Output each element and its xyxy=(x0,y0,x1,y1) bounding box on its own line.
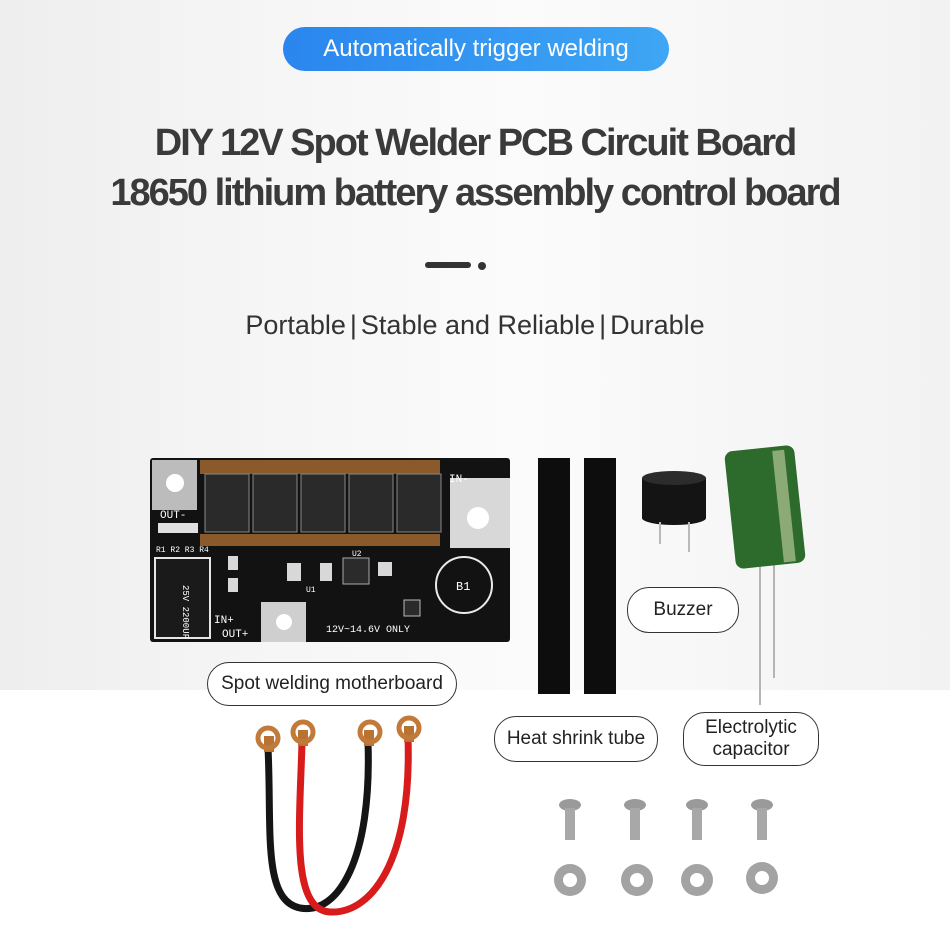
feature-durable: Durable xyxy=(610,310,705,340)
divider-dash xyxy=(425,262,471,268)
pcb-chip-ref: U2 xyxy=(352,550,362,559)
label-electrolytic-line2: capacitor xyxy=(712,739,790,760)
feature-stable: Stable and Reliable xyxy=(360,310,596,340)
electrolytic-capacitor-component xyxy=(724,445,806,705)
heat-shrink-tube xyxy=(584,458,616,694)
feature-list: Portable|Stable and Reliable|Durable xyxy=(0,310,950,341)
page-title: DIY 12V Spot Welder PCB Circuit Board xyxy=(154,122,797,164)
heat-shrink-tube xyxy=(538,458,570,694)
pcb-u1-ref: U1 xyxy=(306,586,316,595)
pcb-out-minus: OUT- xyxy=(160,510,186,522)
spot-welding-pcb: OUT- IN- R1 R2 R3 R4 IN+ OUT+ 12V~14.6V … xyxy=(150,458,510,642)
label-heat-shrink-tube: Heat shrink tube xyxy=(494,716,658,762)
pcb-in-minus: IN- xyxy=(449,474,469,486)
welding-cable-set xyxy=(255,715,422,916)
feature-separator: | xyxy=(349,310,357,340)
label-buzzer: Buzzer xyxy=(627,587,739,633)
nuts xyxy=(554,862,778,896)
feature-separator: | xyxy=(599,310,607,340)
buzzer-component xyxy=(642,471,706,552)
page-subtitle: 18650 lithium battery assembly control b… xyxy=(110,172,841,214)
screws xyxy=(559,799,773,840)
pcb-out-plus: OUT+ xyxy=(222,629,248,641)
pcb-in-plus: IN+ xyxy=(214,615,234,627)
pcb-resistor-labels: R1 R2 R3 R4 xyxy=(156,546,209,555)
label-electrolytic-capacitor: Electrolytic capacitor xyxy=(683,712,819,766)
divider-dot xyxy=(478,262,486,270)
feature-portable: Portable xyxy=(245,310,346,340)
pcb-voltage-marking: 12V~14.6V ONLY xyxy=(326,625,410,636)
label-electrolytic-line1: Electrolytic xyxy=(705,717,797,739)
pcb-capacitor-rating: 25V 2200UF xyxy=(180,585,190,639)
pcb-buzzer-ref: B1 xyxy=(456,580,470,594)
mosfet-row xyxy=(204,473,442,533)
label-motherboard: Spot welding motherboard xyxy=(207,662,457,706)
feature-badge: Automatically trigger welding xyxy=(283,27,669,71)
